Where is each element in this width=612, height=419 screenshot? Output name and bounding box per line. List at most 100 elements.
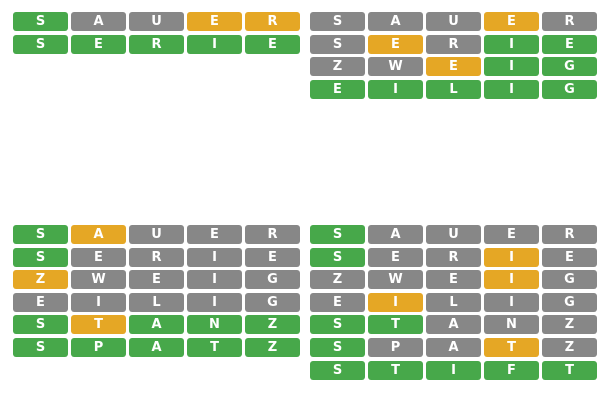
letter-tile: L — [426, 292, 481, 312]
letter-tile: U — [129, 12, 184, 31]
letter-tile: T — [187, 337, 242, 357]
letter-tile: E — [13, 292, 68, 312]
letter-tile: Z — [245, 315, 300, 335]
letter-tile: W — [71, 270, 126, 290]
letter-tile: I — [187, 270, 242, 290]
letter-tile: E — [542, 247, 597, 267]
letter-tile: T — [71, 315, 126, 335]
letter-tile: S — [310, 315, 365, 335]
letter-tile: I — [484, 247, 539, 267]
letter-tile: S — [310, 225, 365, 244]
letter-tile: S — [13, 12, 68, 31]
letter-tile: E — [129, 270, 184, 290]
letter-tile: G — [542, 57, 597, 77]
letter-tile: Z — [245, 337, 300, 357]
letter-tile: E — [484, 12, 539, 31]
letter-tile: N — [187, 315, 242, 335]
letter-tile: A — [426, 315, 481, 335]
letter-tile: R — [245, 225, 300, 244]
letter-tile: E — [426, 57, 481, 77]
letter-tile: I — [187, 247, 242, 267]
letter-tile: E — [187, 12, 242, 31]
letter-tile: R — [129, 34, 184, 54]
letter-tile: I — [484, 270, 539, 290]
letter-tile: U — [129, 225, 184, 244]
letter-tile: T — [368, 315, 423, 335]
letter-tile: T — [368, 360, 423, 380]
letter-tile: R — [542, 12, 597, 31]
letter-tile: I — [187, 292, 242, 312]
letter-tile: I — [484, 292, 539, 312]
letter-tile: U — [426, 12, 481, 31]
letter-tile: I — [368, 79, 423, 99]
letter-tile: N — [484, 315, 539, 335]
letter-tile: E — [71, 247, 126, 267]
letter-tile: E — [245, 247, 300, 267]
letter-tile: Z — [310, 57, 365, 77]
letter-tile: I — [187, 34, 242, 54]
letter-tile: R — [542, 225, 597, 244]
letter-tile: E — [542, 34, 597, 54]
letter-tile: S — [310, 247, 365, 267]
letter-tile: Z — [310, 270, 365, 290]
letter-tile: A — [426, 337, 481, 357]
letter-tile: S — [310, 12, 365, 31]
letter-tile: Z — [542, 315, 597, 335]
letter-tile: L — [129, 292, 184, 312]
letter-tile: I — [368, 292, 423, 312]
letter-tile: A — [368, 225, 423, 244]
letter-tile: S — [13, 315, 68, 335]
letter-tile: W — [368, 57, 423, 77]
letter-tile: E — [484, 225, 539, 244]
letter-tile: S — [13, 34, 68, 54]
letter-tile: S — [310, 360, 365, 380]
letter-tile: A — [71, 225, 126, 244]
letter-tile: E — [187, 225, 242, 244]
letter-tile: A — [368, 12, 423, 31]
letter-tile: L — [426, 79, 481, 99]
letter-tile: S — [310, 34, 365, 54]
letter-tile: E — [310, 292, 365, 312]
letter-tile: E — [245, 34, 300, 54]
letter-tile: G — [245, 292, 300, 312]
letter-tile: U — [426, 225, 481, 244]
letter-tile: W — [368, 270, 423, 290]
letter-tile: Z — [542, 337, 597, 357]
letter-tile: S — [13, 247, 68, 267]
letter-tile: S — [13, 337, 68, 357]
letter-tile: E — [368, 34, 423, 54]
letter-tile: G — [542, 292, 597, 312]
letter-tile: I — [484, 57, 539, 77]
letter-tile: I — [484, 79, 539, 99]
letter-tile: A — [129, 337, 184, 357]
letter-tile: T — [542, 360, 597, 380]
letter-tile: R — [129, 247, 184, 267]
letter-tile: E — [310, 79, 365, 99]
letter-tile: G — [542, 270, 597, 290]
letter-tile: R — [245, 12, 300, 31]
letter-tile: R — [426, 247, 481, 267]
letter-tile: A — [71, 12, 126, 31]
letter-tile: E — [426, 270, 481, 290]
letter-tile: P — [368, 337, 423, 357]
letter-tile: Z — [13, 270, 68, 290]
